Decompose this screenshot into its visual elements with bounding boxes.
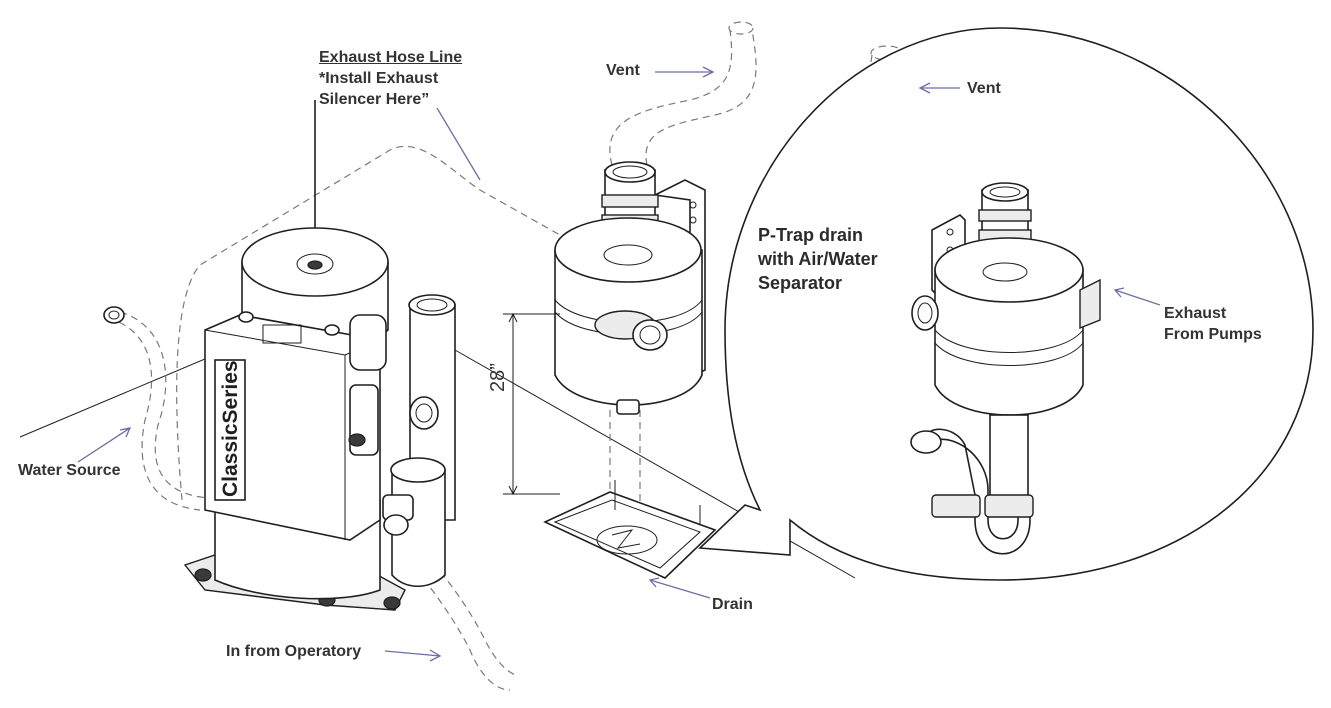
ptrap-label-line-2: with Air/Water: [758, 249, 878, 269]
air-water-separator: [554, 161, 706, 415]
ptrap-label-line-1: P-Trap drain: [758, 225, 864, 245]
ptrap-label-line-3: Separator: [758, 273, 843, 293]
floor-drain: [543, 480, 717, 579]
ptrap-label: P-Trap drain with Air/Water Separator: [758, 223, 878, 295]
water-source-label: Water Source: [18, 462, 121, 479]
label-arrows: [77, 66, 1161, 662]
exhaust-hose-label: Exhaust Hose Line *Install Exhaust Silen…: [319, 47, 462, 110]
exhaust-pumps-line-1: Exhaust: [1164, 305, 1227, 322]
height-dimension-label: 28”: [487, 363, 509, 392]
exhaust-pumps-line-2: From Pumps: [1164, 326, 1262, 343]
in-from-operatory-label: In from Operatory: [226, 643, 362, 660]
vacuum-pump-unit: ClassicSeries: [183, 100, 456, 611]
exhaust-pumps-label: Exhaust From Pumps: [1164, 303, 1262, 345]
exhaust-hose-note-2: Silencer Here”: [319, 91, 430, 108]
exhaust-hose-note-1: *Install Exhaust: [319, 70, 439, 87]
brand-label: ClassicSeries: [219, 360, 242, 497]
vent-label-detail: Vent: [967, 80, 1001, 97]
drain-label: Drain: [712, 596, 753, 613]
height-dimension: [503, 312, 560, 496]
vent-label-main: Vent: [606, 62, 640, 79]
ptrap-separator-detail: [910, 182, 1101, 555]
water-source-fitting: [103, 306, 125, 324]
exhaust-hose-title: Exhaust Hose Line: [319, 49, 463, 66]
